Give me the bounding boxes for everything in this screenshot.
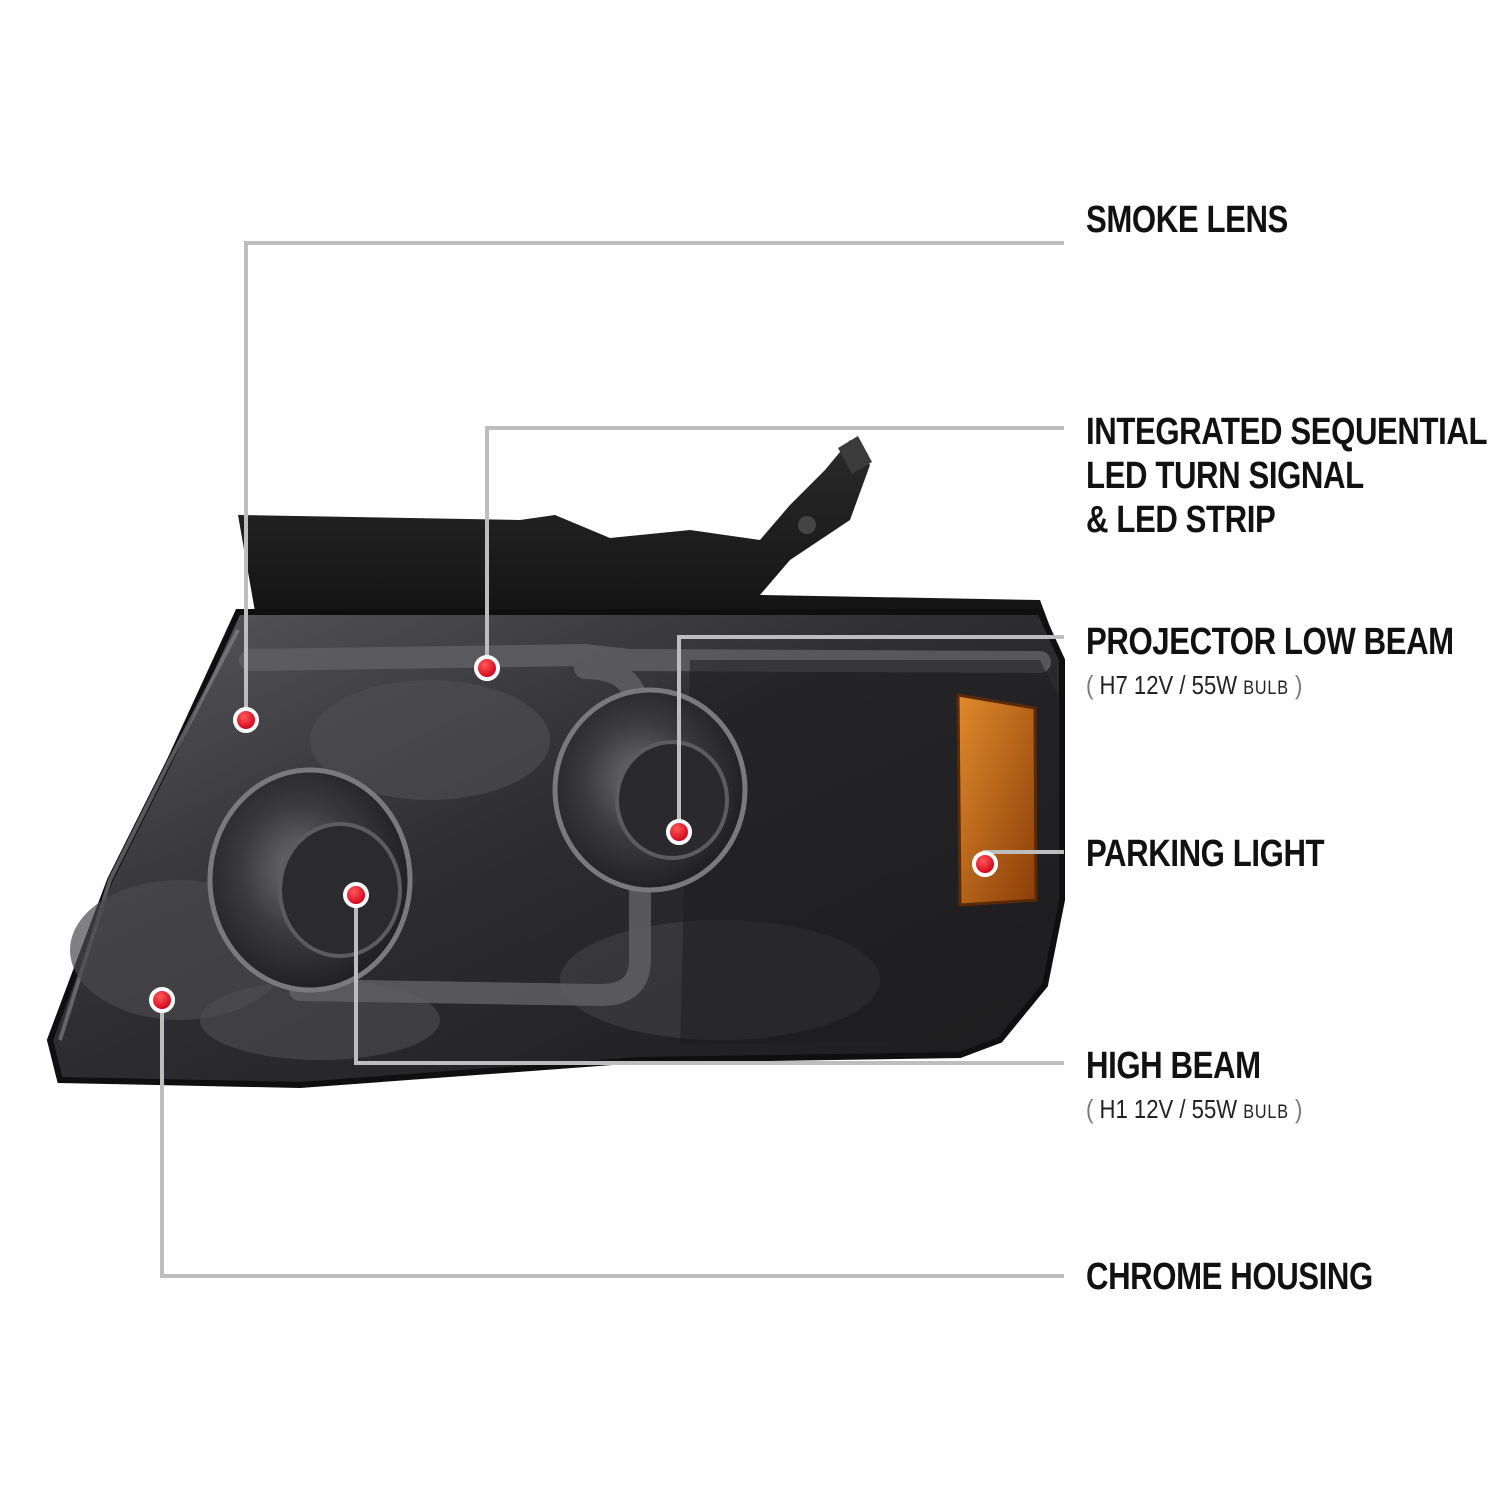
label-parking-light: PARKING LIGHT (1086, 833, 1325, 875)
marker-chrome-housing (149, 987, 175, 1013)
label-projector-low-beam: PROJECTOR LOW BEAM (1086, 621, 1454, 663)
high-beam-projector (207, 767, 413, 993)
label-high-beam: HIGH BEAM (1086, 1045, 1261, 1087)
parking-light-lens (956, 693, 1038, 907)
callout-markers (149, 655, 998, 1013)
marker-low-beam (666, 819, 692, 845)
spec-high-beam-bulb: ( H1 12V / 55W BULB ) (1086, 1094, 1303, 1124)
housing-top (238, 436, 1055, 640)
marker-sequential-signal (474, 655, 500, 681)
marker-smoke-lens (233, 707, 259, 733)
marker-parking-light (972, 851, 998, 877)
marker-high-beam (343, 882, 369, 908)
label-sequential-signal: INTEGRATED SEQUENTIAL LED TURN SIGNAL & … (1086, 411, 1488, 541)
callout-lines (160, 241, 1064, 1278)
low-beam-projector (552, 687, 748, 893)
label-smoke-lens: SMOKE LENS (1086, 199, 1288, 241)
label-chrome-housing: CHROME HOUSING (1086, 1256, 1373, 1298)
spec-low-beam-bulb: ( H7 12V / 55W BULB ) (1086, 670, 1303, 700)
